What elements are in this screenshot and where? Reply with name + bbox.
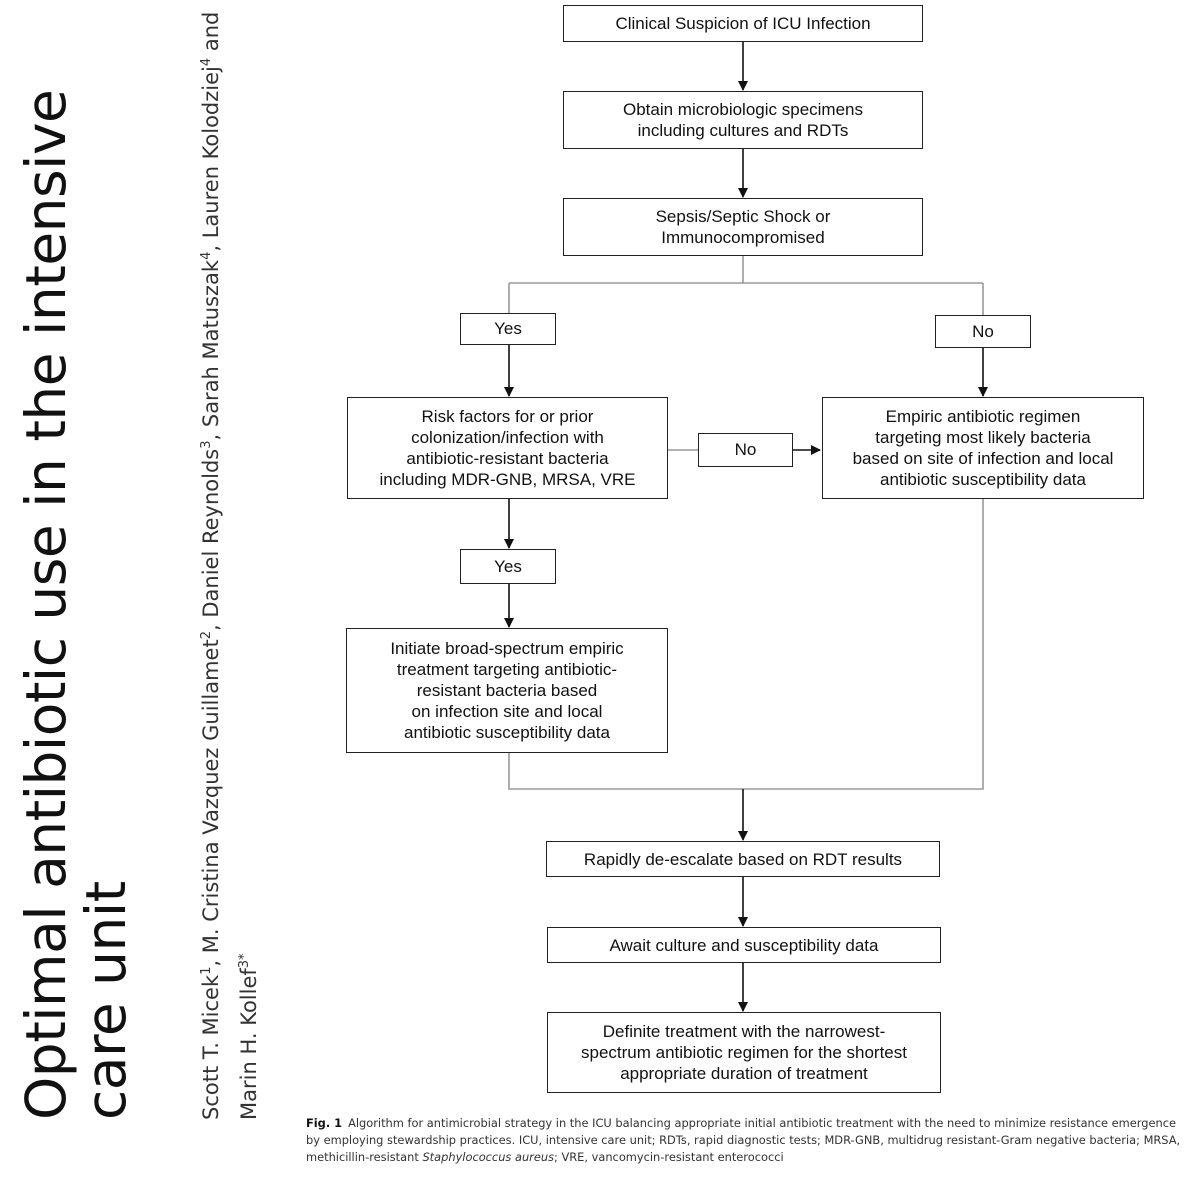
author-name: Sarah Matuszak xyxy=(199,259,223,428)
node-empiric-regimen: Empiric antibiotic regimen targeting mos… xyxy=(822,397,1144,499)
node-definite-treatment: Definite treatment with the narrowest- s… xyxy=(547,1012,941,1093)
caption-text: Algorithm for antimicrobial strategy in … xyxy=(306,1116,1181,1164)
label-yes-sepsis: Yes xyxy=(460,313,556,345)
paper-title: Optimal antibiotic use in the intensive … xyxy=(14,89,138,1120)
connector-n6-merge xyxy=(508,752,743,790)
node-clinical-suspicion: Clinical Suspicion of ICU Infection xyxy=(563,5,923,42)
label-no-risk: No xyxy=(698,433,793,467)
author-list: Scott T. Micek1, M. Cristina Vazquez Gui… xyxy=(199,11,261,1120)
label-no-sepsis: No xyxy=(935,315,1031,348)
author-affiliation: 4 xyxy=(199,57,214,67)
label-yes-risk: Yes xyxy=(460,549,556,584)
author-name: Daniel Reynolds xyxy=(199,448,223,618)
author-affiliation: 4 xyxy=(199,251,214,260)
node-sepsis-decision: Sepsis/Septic Shock or Immunocompromised xyxy=(563,198,923,256)
author-affiliation: 2 xyxy=(199,631,214,640)
node-risk-factors: Risk factors for or prior colonization/i… xyxy=(347,397,668,499)
node-broad-spectrum: Initiate broad-spectrum empiric treatmen… xyxy=(346,628,668,753)
author-name: Marin H. Kollef xyxy=(237,968,261,1120)
author-affiliation: 3* xyxy=(237,953,252,969)
author-affiliation: 1 xyxy=(199,966,214,975)
author-name: Scott T. Micek xyxy=(199,974,223,1120)
author-name: M. Cristina Vazquez Guillamet xyxy=(199,639,223,954)
author-affiliation: 3 xyxy=(199,440,214,449)
node-obtain-specimens: Obtain microbiologic specimens including… xyxy=(563,91,923,149)
figure-label: Fig. 1 xyxy=(306,1116,343,1130)
caption-italic-text: Staphylococcus aureus xyxy=(422,1150,555,1164)
node-await-culture: Await culture and susceptibility data xyxy=(547,927,941,963)
author-name: Lauren Kolodziej xyxy=(199,66,223,239)
title-block: Optimal antibiotic use in the intensive … xyxy=(0,0,330,1160)
connector-n5-merge xyxy=(743,498,984,790)
caption-text-end: ; VRE, vancomycin-resistant enterococci xyxy=(554,1150,784,1164)
node-de-escalate: Rapidly de-escalate based on RDT results xyxy=(546,841,940,877)
